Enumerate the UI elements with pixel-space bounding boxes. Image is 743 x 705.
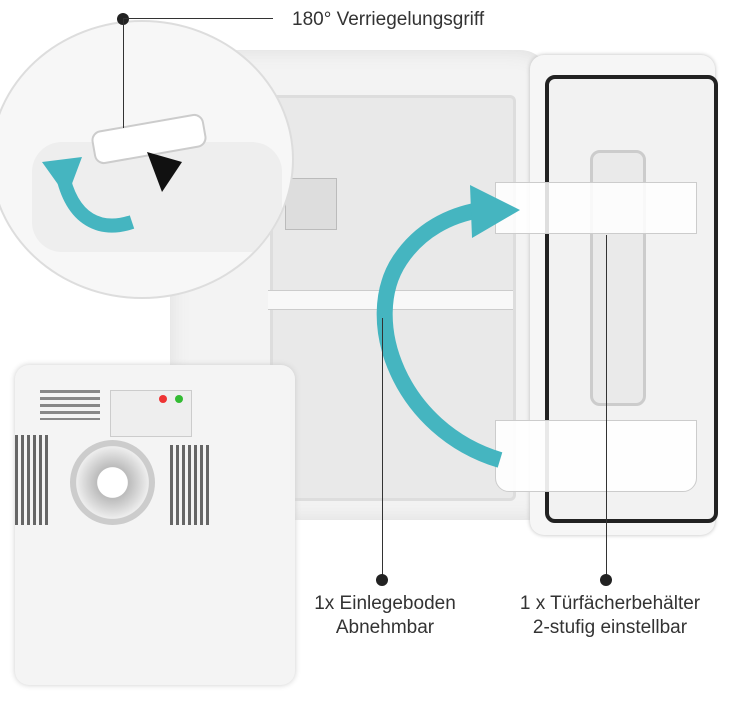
fridge-back-view — [15, 365, 295, 685]
shelf-callout-label: 1x Einlegeboden Abnehmbar — [305, 592, 465, 640]
door-label-line2: 2-stufig einstellbar — [532, 617, 688, 638]
door-bin-bottom — [495, 420, 697, 492]
shelf-label-line1: 1x Einlegeboden — [314, 593, 456, 614]
handle-detail-inset — [0, 20, 294, 299]
shelf-label-line2: Abnehmbar — [335, 617, 435, 638]
door-bin-top — [495, 182, 697, 234]
fan-icon — [70, 440, 155, 525]
door-label-line1: 1 x Türfächerbehälter — [519, 593, 701, 614]
rotate-arrow-icon — [42, 152, 182, 233]
arrow-icon — [376, 185, 520, 468]
handle-callout-label: 180° Verriegelungsgriff — [292, 9, 485, 30]
door-callout-label: 1 x Türfächerbehälter 2-stufig einstellb… — [500, 592, 720, 640]
power-panel — [110, 390, 192, 437]
vent-plate — [285, 178, 337, 230]
